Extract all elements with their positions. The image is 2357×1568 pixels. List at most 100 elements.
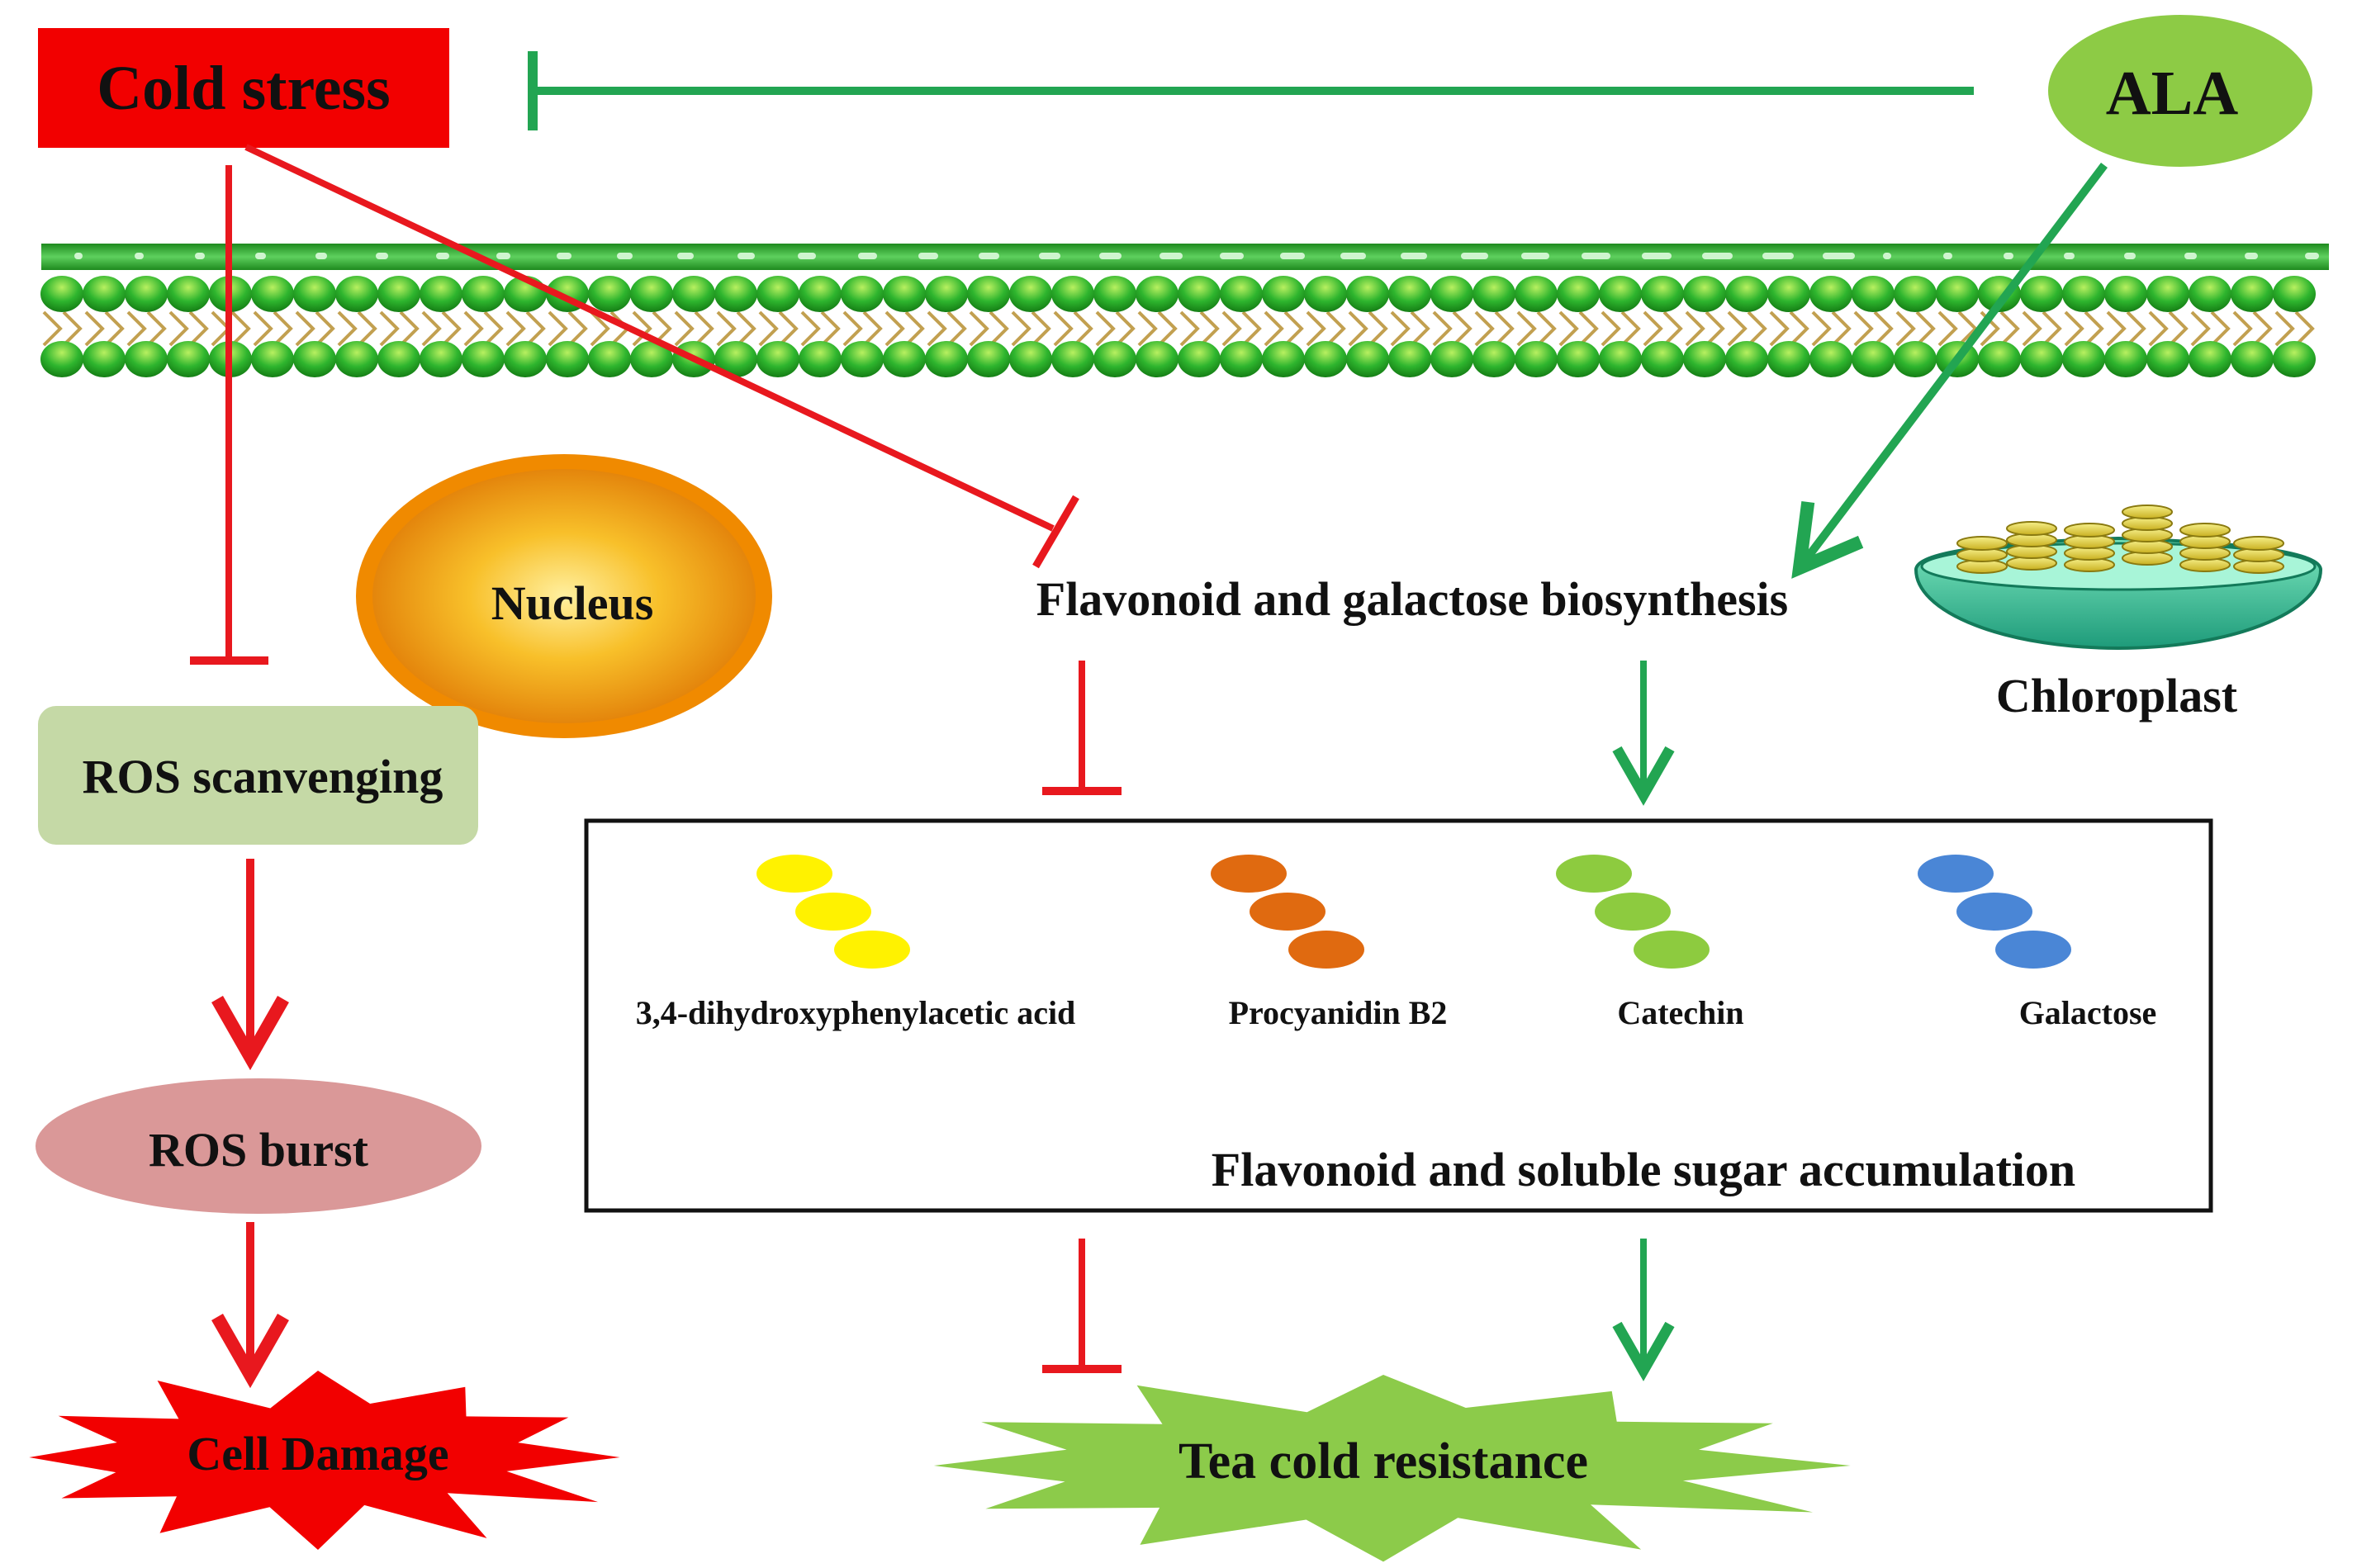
metabolite-dot: [795, 893, 871, 931]
lipid-tail: [969, 310, 989, 347]
membrane-speckle: [1461, 253, 1488, 259]
granum-disc: [2006, 521, 2057, 536]
membrane-speckle: [1220, 253, 1244, 259]
granum-disc: [2122, 505, 2173, 519]
lipid-head-bottom: [420, 341, 462, 377]
lipid-tail: [862, 310, 883, 347]
lipid-tail: [146, 310, 167, 347]
lipid-head-top: [293, 276, 336, 312]
metabolite-dot: [1918, 855, 1994, 893]
lipid-head-bottom: [1557, 341, 1600, 377]
lipid-head-bottom: [546, 341, 589, 377]
lipid-tail: [632, 310, 652, 347]
lipid-tail: [1895, 310, 1916, 347]
accumulation-box: 3,4-dihydroxyphenylacetic acid Procyanidi…: [584, 818, 2213, 1213]
lipid-head-bottom: [1767, 341, 1810, 377]
lipid-head-bottom: [1641, 341, 1684, 377]
lipid-tail: [1853, 310, 1874, 347]
lipid-head-bottom: [1051, 341, 1094, 377]
lipid-tail: [483, 310, 504, 347]
metabolite-label: 3,4-dihydroxyphenylacetic acid: [636, 994, 1076, 1031]
lipid-head-bottom: [377, 341, 420, 377]
tea-cold-resistance-label: Tea cold resistance: [1178, 1433, 1588, 1490]
cell-damage-label: Cell Damage: [187, 1427, 448, 1480]
lipid-tail: [736, 310, 756, 347]
lipid-tail: [1221, 310, 1242, 347]
lipid-tail: [1811, 310, 1832, 347]
lipid-head-bottom: [2146, 341, 2189, 377]
lipid-head-bottom: [2189, 341, 2231, 377]
lipid-head-bottom: [883, 341, 926, 377]
lipid-tail: [1685, 310, 1705, 347]
membrane-speckle: [1582, 253, 1610, 259]
lipid-head-top: [967, 276, 1010, 312]
lipid-tail: [1789, 310, 1809, 347]
lipid-head-top: [1093, 276, 1136, 312]
lipid-tail: [357, 310, 377, 347]
metabolite-dot: [1634, 931, 1710, 969]
lipid-tail: [1011, 310, 1031, 347]
lipid-tail: [1368, 310, 1388, 347]
ros-scavenging-label: ROS scanvenging: [83, 750, 443, 803]
lipid-tail: [1410, 310, 1430, 347]
lipid-head-bottom: [1978, 341, 2021, 377]
lipid-tail: [188, 310, 209, 347]
metabolite-label: Procyanidin B2: [1229, 994, 1448, 1031]
lipid-tail: [1283, 310, 1304, 347]
lipid-tail: [2084, 310, 2104, 347]
membrane-speckle: [1642, 253, 1672, 259]
membrane-speckle: [2245, 253, 2258, 259]
lipid-head-top: [2273, 276, 2316, 312]
lipid-head-top: [167, 276, 210, 312]
lipid-head-bottom: [2273, 341, 2316, 377]
lipid-tail: [1264, 310, 1284, 347]
granum-disc: [2064, 523, 2115, 538]
lipid-head-top: [1809, 276, 1852, 312]
metabolite-dot: [1995, 931, 2071, 969]
lipid-head-bottom: [2104, 341, 2147, 377]
lipid-tail: [1199, 310, 1220, 347]
membrane-speckle: [1401, 253, 1427, 259]
nucleus: Nucleus: [356, 454, 772, 738]
lipid-head-bottom: [1515, 341, 1558, 377]
lipid-tail: [1494, 310, 1515, 347]
lipid-tail: [42, 310, 63, 347]
lipid-tail: [1452, 310, 1473, 347]
lipid-head-top: [1136, 276, 1178, 312]
lipid-tail: [1769, 310, 1790, 347]
lipid-head-top: [756, 276, 799, 312]
lipid-tail: [1157, 310, 1178, 347]
lipid-tail: [1999, 310, 2020, 347]
lipid-tail: [2042, 310, 2062, 347]
membrane-speckle: [74, 253, 83, 259]
lipid-head-bottom: [2231, 341, 2274, 377]
lipid-tail: [230, 310, 251, 347]
lipid-tail: [84, 310, 105, 347]
lipid-head-top: [714, 276, 757, 312]
lipid-tail: [2190, 310, 2211, 347]
lipid-head-top: [1430, 276, 1473, 312]
lipid-head-top: [1557, 276, 1600, 312]
membrane-speckle: [135, 253, 144, 259]
lipid-head-bottom: [1009, 341, 1052, 377]
lipid-tail: [1031, 310, 1051, 347]
lipid-head-bottom: [925, 341, 968, 377]
lipid-tail: [2148, 310, 2169, 347]
lipid-tail: [842, 310, 863, 347]
lipid-head-top: [1051, 276, 1094, 312]
lipid-tail: [1474, 310, 1495, 347]
lipid-head-bottom: [1809, 341, 1852, 377]
lipid-head-top: [925, 276, 968, 312]
lipid-head-bottom: [2062, 341, 2105, 377]
ros-scavenging-node: ROS scanvenging: [38, 706, 478, 845]
membrane-speckle: [2305, 253, 2319, 259]
membrane-speckle: [1702, 253, 1733, 259]
lipid-tail: [989, 310, 1009, 347]
metabolite-label: Catechin: [1617, 994, 1743, 1031]
cell-damage-node: Cell Damage: [29, 1371, 620, 1550]
lipid-tail: [904, 310, 925, 347]
membrane-speckle: [1883, 253, 1891, 259]
lipid-head-bottom: [1093, 341, 1136, 377]
lipid-head-bottom: [504, 341, 547, 377]
lipid-tail: [104, 310, 125, 347]
